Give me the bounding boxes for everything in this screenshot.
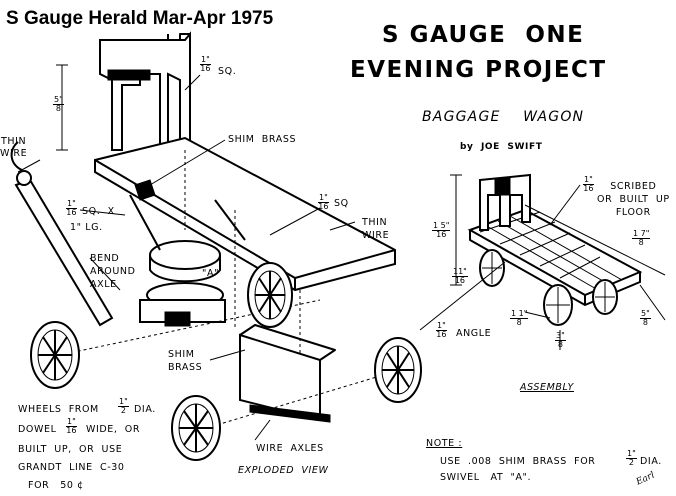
dim-width-den: 8 bbox=[642, 318, 648, 327]
exploded-view-caption: EXPLODED VIEW bbox=[238, 465, 329, 476]
post-height-fraction: 5" 8 bbox=[53, 96, 64, 113]
upper-deck bbox=[94, 136, 396, 380]
handrail-posts bbox=[99, 31, 191, 152]
angle-fraction: 1" 16 bbox=[436, 322, 447, 339]
subject-name: BAGGAGE WAGON bbox=[422, 109, 585, 125]
post-size-fraction: 1" 16 bbox=[200, 56, 211, 73]
note-heading: NOTE : bbox=[426, 438, 463, 449]
wheels-note-line2-end: WIDE, OR bbox=[86, 424, 141, 435]
leader-lines bbox=[17, 74, 581, 441]
handle-size-num: 1" bbox=[66, 199, 77, 209]
handle-size-fraction: 1" 16 bbox=[66, 200, 77, 217]
wheels-note-line1-end: DIA. bbox=[134, 404, 156, 415]
dim-wheel-num: 11" bbox=[452, 267, 468, 277]
label-shim-brass-top: SHIM BRASS bbox=[228, 134, 297, 145]
wheels-note-line1-den: 2 bbox=[120, 406, 126, 415]
wheels-note-line2: DOWEL bbox=[18, 424, 57, 435]
label-point-a: "A" bbox=[202, 268, 220, 279]
handle-size-b: 1" LG. bbox=[70, 222, 103, 233]
handle-size-a: SQ. X bbox=[82, 206, 115, 217]
dim-axle-num: 1 1" bbox=[510, 309, 529, 319]
dim-length-num: 1 7" bbox=[632, 229, 651, 239]
dim-clear-num: 3" bbox=[555, 331, 566, 341]
wheels-note-line5: FOR 50 ¢ bbox=[28, 480, 84, 491]
dim-wheel-fraction: 11" 16 bbox=[452, 268, 468, 285]
post-height-den: 8 bbox=[55, 104, 61, 113]
wheel-1 bbox=[30, 321, 80, 389]
dim-clear-den: 8 bbox=[557, 340, 563, 349]
lower-frame bbox=[239, 324, 336, 423]
angle-den: 16 bbox=[436, 330, 447, 339]
wheels-note-line3: BUILT UP, OR USE bbox=[18, 444, 123, 455]
floor-num: 1" bbox=[583, 175, 594, 185]
assembly-wagon bbox=[450, 173, 666, 350]
dim-clear-fraction: 3" 8 bbox=[555, 332, 566, 349]
deck-size-num: 1" bbox=[318, 193, 329, 203]
dim-left-fraction: 1 5" 16 bbox=[432, 221, 451, 239]
floor-den: 16 bbox=[583, 184, 594, 193]
post-size-unit: SQ. bbox=[218, 66, 237, 77]
deck-size-den: 16 bbox=[318, 202, 329, 211]
wheel-3 bbox=[171, 395, 221, 461]
byline: by JOE SWIFT bbox=[460, 142, 543, 152]
dim-width-num: 5" bbox=[640, 309, 651, 319]
note-line1: USE .008 SHIM BRASS FOR bbox=[440, 456, 596, 467]
assembly-caption: ASSEMBLY bbox=[520, 382, 574, 393]
wheels-note-line1-num: 1" bbox=[118, 397, 129, 407]
label-wire-axles: WIRE AXLES bbox=[256, 443, 324, 454]
wheels-note-line2-den: 16 bbox=[66, 426, 77, 435]
wheels-note-line1-fraction: 1" 2 bbox=[118, 398, 129, 415]
project-title-line2: EVENING PROJECT bbox=[350, 57, 607, 83]
note-line1-end: DIA. bbox=[640, 456, 662, 467]
post-height-num: 5" bbox=[53, 95, 64, 105]
label-shim-brass-mid: SHIM BRASS bbox=[168, 349, 203, 373]
dim-left-den: 16 bbox=[436, 230, 447, 239]
post-height-dim bbox=[56, 64, 68, 151]
wheel-4 bbox=[374, 337, 422, 403]
deck-size-unit: SQ bbox=[334, 198, 349, 209]
post-size-den: 16 bbox=[200, 64, 211, 73]
wheels-note-line4: GRANDT LINE C-30 bbox=[18, 462, 125, 473]
dim-wheel-den: 16 bbox=[454, 276, 466, 285]
dim-left-num: 1 5" bbox=[432, 221, 451, 231]
handle bbox=[10, 141, 114, 327]
wheel-2 bbox=[247, 262, 293, 328]
angle-text: ANGLE bbox=[456, 328, 492, 339]
angle-num: 1" bbox=[436, 321, 447, 331]
dim-length-fraction: 1 7" 8 bbox=[632, 229, 651, 247]
dim-length-den: 8 bbox=[638, 238, 644, 247]
project-title-line1: S GAUGE ONE bbox=[382, 22, 585, 48]
axle-lines bbox=[59, 299, 401, 431]
label-thin-wire-left: THIN WIRE bbox=[0, 136, 28, 159]
wheels-note-line1: WHEELS FROM bbox=[18, 404, 99, 415]
deck-size-fraction: 1" 16 bbox=[318, 194, 329, 211]
floor-text: SCRIBED OR BUILT UP FLOOR bbox=[597, 181, 670, 218]
note-line1-num: 1" bbox=[626, 449, 637, 459]
note-line1-fraction: 1" 2 bbox=[626, 450, 637, 467]
label-thin-wire-right: THIN WIRE bbox=[362, 217, 390, 241]
publication-title: S Gauge Herald Mar-Apr 1975 bbox=[6, 8, 274, 29]
note-line2: SWIVEL AT "A". bbox=[440, 472, 532, 483]
swivel-parts bbox=[129, 179, 246, 327]
note-line1-den: 2 bbox=[628, 458, 634, 467]
wheels-note-line1-text: WHEELS FROM bbox=[18, 404, 99, 415]
handle-size-den: 16 bbox=[66, 208, 77, 217]
dim-axle-fraction: 1 1" 8 bbox=[510, 309, 529, 327]
floor-fraction: 1" 16 bbox=[583, 176, 594, 193]
label-bend-around-axle: BEND AROUND AXLE bbox=[90, 253, 136, 290]
wheels-note-line2-fraction: 1" 16 bbox=[66, 418, 77, 435]
dim-axle-den: 8 bbox=[516, 318, 522, 327]
post-size-num: 1" bbox=[200, 55, 211, 65]
dim-width-fraction: 5" 8 bbox=[640, 310, 651, 327]
wheels-note-line2-num: 1" bbox=[66, 417, 77, 427]
